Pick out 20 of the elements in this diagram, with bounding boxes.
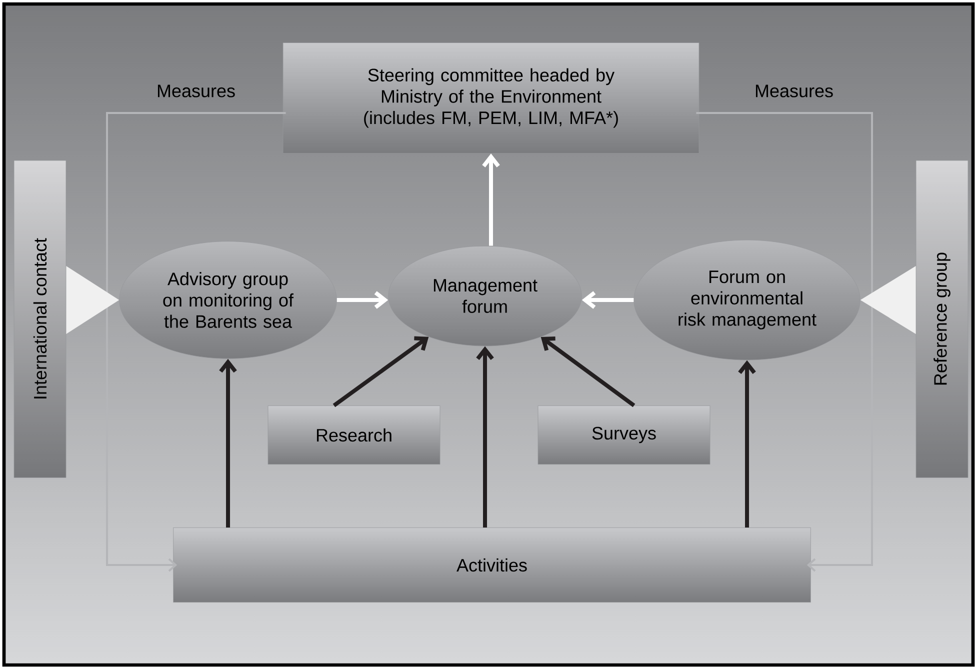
chevron-arrow bbox=[66, 266, 120, 334]
arrow bbox=[336, 291, 388, 309]
connector-arrow bbox=[106, 112, 286, 572]
committee-box: Steering committee headed by Ministry of the Environment (includes FM, PEM, LIM, MFA*) bbox=[282, 42, 700, 154]
arrow bbox=[582, 291, 634, 309]
research-box: Research bbox=[268, 405, 440, 465]
side-bar: Reference group bbox=[916, 160, 968, 478]
arrow bbox=[219, 358, 237, 528]
chevron-arrow bbox=[860, 266, 916, 334]
surveys-box: Surveys bbox=[538, 405, 710, 465]
arrow bbox=[540, 336, 636, 408]
edge-label: Measures bbox=[158, 84, 235, 98]
arrow bbox=[738, 360, 756, 528]
connector-arrow bbox=[696, 112, 873, 572]
arrow bbox=[332, 336, 429, 408]
edge-label: Measures bbox=[756, 84, 833, 98]
side-bar: International contact bbox=[14, 160, 66, 478]
arrow bbox=[476, 346, 494, 528]
arrow bbox=[482, 154, 500, 246]
activities-box: Activities bbox=[173, 527, 811, 603]
